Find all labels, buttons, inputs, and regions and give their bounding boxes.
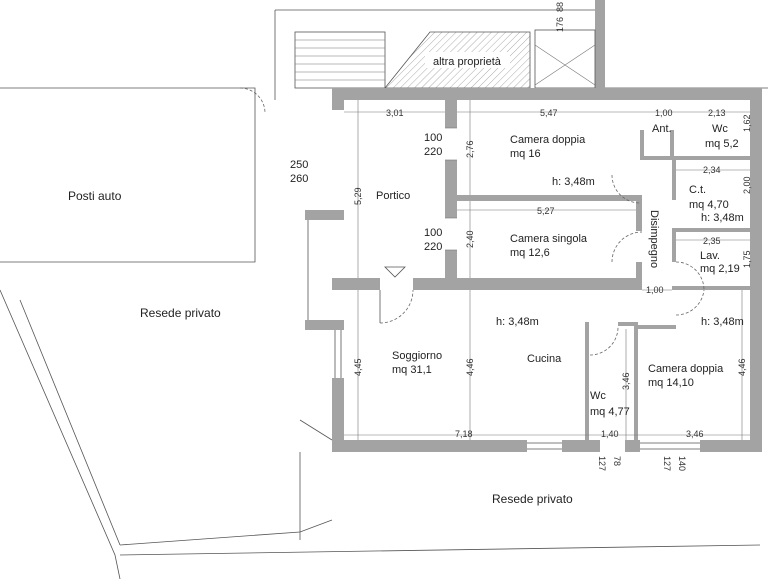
wc-2-window-a: 127 (597, 456, 607, 471)
gate-dim-a: 250 (290, 159, 308, 171)
portico-width: 3,01 (386, 108, 404, 118)
lav-width: 2,35 (703, 236, 721, 246)
portico-depth: 5,29 (353, 187, 363, 205)
top-dim-a: 88 (555, 2, 565, 12)
wc-1-label: Wc (712, 123, 728, 135)
camera-doppia-2-depth: 4,46 (737, 358, 747, 376)
ct-width: 2,34 (703, 165, 721, 175)
soggiorno-label: Soggiorno (392, 350, 442, 362)
top-dim-b: 176 (555, 17, 565, 32)
door-1-width: 100 (424, 132, 442, 144)
door-2-width: 100 (424, 227, 442, 239)
ct-label: C.t. (689, 184, 706, 196)
posti-auto-label: Posti auto (68, 189, 122, 203)
camera-doppia-1-depth: 2,76 (465, 140, 475, 158)
ant-width: 1,00 (655, 108, 673, 118)
camera-doppia-2-label: Camera doppia (648, 363, 724, 375)
ct-depth: 2,00 (742, 176, 752, 194)
camera-doppia-2-width: 3,46 (686, 429, 704, 439)
walls (305, 88, 762, 452)
camera-doppia-1-label: Camera doppia (510, 134, 586, 146)
camera-doppia-2-height: h: 3,48m (701, 316, 744, 328)
camera-doppia-1-area: mq 16 (510, 148, 541, 160)
soggiorno-width: 7,18 (455, 429, 473, 439)
camera-doppia-2-window-a: 127 (662, 456, 672, 471)
soggiorno-area: mq 31,1 (392, 364, 432, 376)
wc-2-area: mq 4,77 (590, 406, 630, 418)
ct-area: mq 4,70 (689, 199, 729, 211)
cucina-depth: 4,46 (465, 358, 475, 376)
altra-proprieta-label: altra proprietà (433, 56, 502, 68)
disimpegno-width: 1,00 (646, 285, 664, 295)
ant-label: Ant. (652, 123, 672, 135)
wc-2-depth: 3,46 (621, 372, 631, 390)
camera-doppia-1-height: h: 3,48m (552, 176, 595, 188)
camera-singola-width: 5,27 (537, 206, 555, 216)
resede-left-label: Resede privato (140, 306, 221, 320)
openings (239, 87, 705, 450)
wc-1-width: 2,13 (708, 108, 726, 118)
cucina-label: Cucina (527, 353, 562, 365)
camera-doppia-2-window-b: 140 (677, 456, 687, 471)
ct-height: h: 3,48m (701, 212, 744, 224)
camera-singola-area: mq 12,6 (510, 247, 550, 259)
wc-2-width: 1,40 (601, 429, 619, 439)
staircase (294, 29, 596, 89)
portico-label: Portico (376, 190, 410, 202)
disimpegno-label: Disimpegno (648, 210, 660, 268)
wc-2-label: Wc (590, 390, 606, 402)
camera-singola-depth: 2,40 (465, 230, 475, 248)
camera-doppia-1-width: 5,47 (540, 108, 558, 118)
camera-doppia-2-area: mq 14,10 (648, 377, 694, 389)
door-2-height: 220 (424, 241, 442, 253)
lav-area: mq 2,19 (700, 263, 740, 275)
resede-bottom-label: Resede privato (492, 492, 573, 506)
lav-label: Lav. (700, 250, 720, 262)
camera-singola-label: Camera singola (510, 233, 588, 245)
dimension-lines (344, 100, 750, 440)
soggiorno-depth: 4,45 (353, 358, 363, 376)
door-1-height: 220 (424, 146, 442, 158)
wc-1-depth: 1,62 (742, 114, 752, 132)
soggiorno-height: h: 3,48m (496, 316, 539, 328)
gate-dim-b: 260 (290, 173, 308, 185)
wc-1-area: mq 5,2 (705, 138, 739, 150)
wc-2-window-b: 78 (612, 456, 622, 466)
lav-depth: 1,75 (742, 250, 752, 268)
